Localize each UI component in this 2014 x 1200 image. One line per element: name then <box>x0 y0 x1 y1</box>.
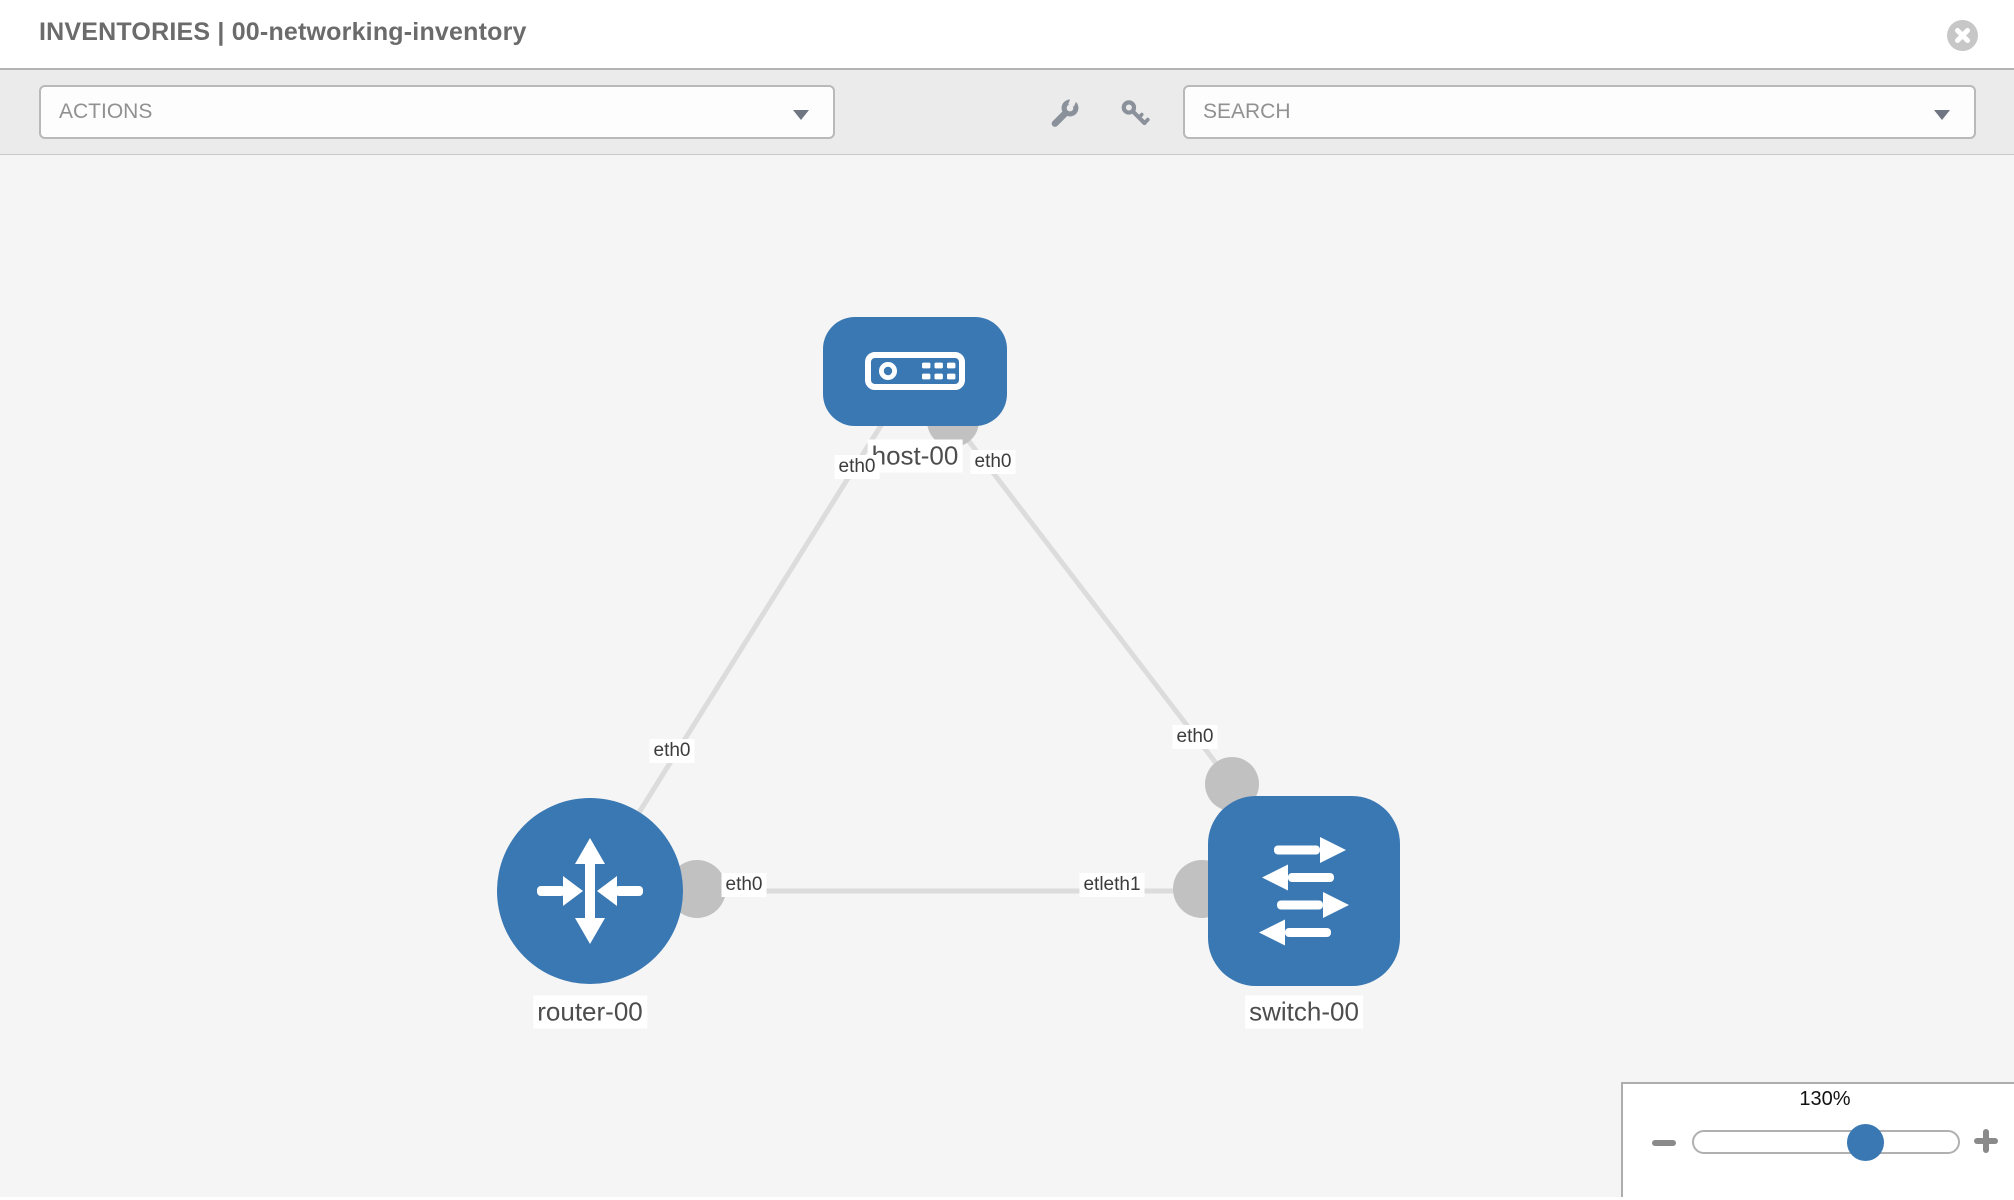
interface-label: etleth1 <box>1079 873 1145 897</box>
topology-graph <box>497 317 1400 986</box>
host-icon <box>865 352 965 390</box>
node-label-host: host-00 <box>867 439 963 473</box>
node-host[interactable] <box>823 317 1007 426</box>
zoom-slider-handle[interactable] <box>1847 1124 1884 1161</box>
interface-label: eth0 <box>721 873 767 897</box>
actions-dropdown[interactable]: ACTIONS <box>39 85 835 139</box>
zoom-out-button[interactable] <box>1652 1140 1676 1146</box>
close-button[interactable] <box>1947 20 1978 51</box>
header: INVENTORIES | 00-networking-inventory <box>0 0 2014 70</box>
zoom-panel: 130% <box>1621 1082 2014 1197</box>
chevron-down-icon <box>1934 110 1950 120</box>
node-label-router: router-00 <box>533 995 647 1029</box>
node-switch[interactable] <box>1208 796 1400 986</box>
node-label-switch: switch-00 <box>1245 995 1363 1029</box>
close-icon <box>1955 28 1970 43</box>
key-icon <box>1121 100 1150 126</box>
search-dropdown-label: SEARCH <box>1203 100 1291 123</box>
chevron-down-icon <box>793 110 809 120</box>
zoom-slider[interactable] <box>1692 1130 1960 1154</box>
search-dropdown[interactable]: SEARCH <box>1183 85 1976 139</box>
wrench-icon <box>1051 94 1079 127</box>
tools-button[interactable] <box>1050 94 1080 128</box>
page-title: INVENTORIES | 00-networking-inventory <box>39 18 527 46</box>
toolbar: ACTIONS SEARCH <box>0 70 2014 155</box>
interface-label: eth0 <box>649 739 695 763</box>
node-router[interactable] <box>497 798 683 984</box>
switch-icon <box>1259 837 1349 946</box>
zoom-in-button[interactable] <box>1974 1129 1998 1153</box>
interface-connector-router-eth0[interactable] <box>668 860 726 918</box>
credentials-button[interactable] <box>1120 98 1150 128</box>
interface-label: eth0 <box>834 455 880 479</box>
actions-dropdown-label: ACTIONS <box>59 100 153 123</box>
topology-canvas[interactable]: host-00 router-00 switch-00 eth0 eth0 et… <box>0 155 2014 1197</box>
router-icon <box>537 838 643 944</box>
zoom-level-label: 130% <box>1799 1088 1851 1110</box>
interface-label: eth0 <box>1172 725 1218 749</box>
interface-label: eth0 <box>970 450 1016 474</box>
